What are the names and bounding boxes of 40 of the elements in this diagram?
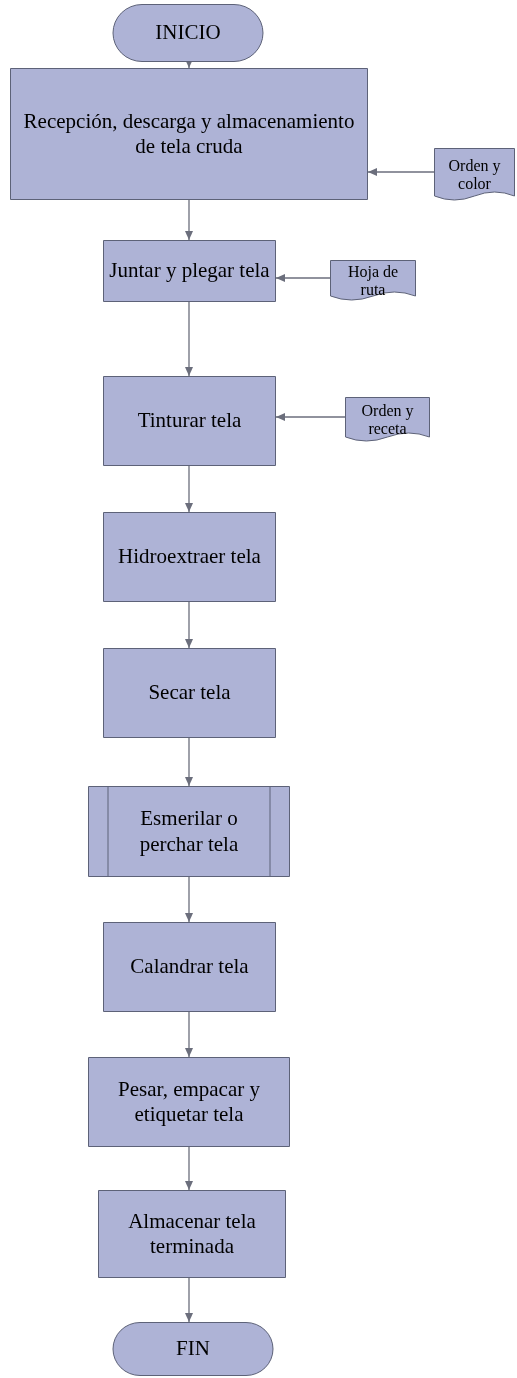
step-label: Hidroextraer tela [117, 544, 262, 570]
process-box [103, 648, 276, 738]
step-label: Recepción, descarga y almacenamiento de tela cruda [22, 108, 356, 160]
arrow [185, 301, 193, 377]
predefined-process-box [88, 786, 290, 877]
process-box [103, 376, 276, 466]
document-shape [330, 260, 416, 302]
step-label: Tinturar tela [136, 408, 243, 434]
arrow [185, 876, 193, 923]
process-box [103, 922, 276, 1012]
arrow [185, 601, 193, 649]
document-shape [434, 148, 515, 202]
step-label: Secar tela [147, 680, 232, 706]
step-label: Hoja de ruta [346, 263, 400, 299]
arrow [185, 1011, 193, 1058]
arrow [185, 465, 193, 513]
terminator-shape [113, 1322, 273, 1376]
arrow [275, 413, 346, 421]
arrow [185, 1277, 193, 1323]
process-box [10, 68, 368, 200]
step-label: Almacenar tela terminada [127, 1208, 257, 1260]
arrow [275, 274, 331, 282]
process-box [103, 240, 276, 302]
arrow [367, 168, 435, 176]
process-box [103, 512, 276, 602]
process-box [88, 1057, 290, 1147]
step-label: Orden y receta [360, 402, 415, 438]
arrow [185, 199, 193, 241]
step-label: Orden y color [447, 157, 502, 193]
step-label: Juntar y plegar tela [108, 258, 271, 284]
step-label: Pesar, empacar y etiquetar tela [117, 1076, 261, 1128]
document-shape [345, 397, 430, 443]
terminator-label: FIN [175, 1336, 211, 1362]
terminator-label: INICIO [154, 20, 222, 46]
step-label: Esmerilar o perchar tela [138, 806, 240, 857]
arrow [185, 737, 193, 787]
arrow [185, 1146, 193, 1191]
step-label: Calandrar tela [129, 954, 250, 980]
process-box [98, 1190, 286, 1278]
terminator-shape [113, 4, 263, 62]
